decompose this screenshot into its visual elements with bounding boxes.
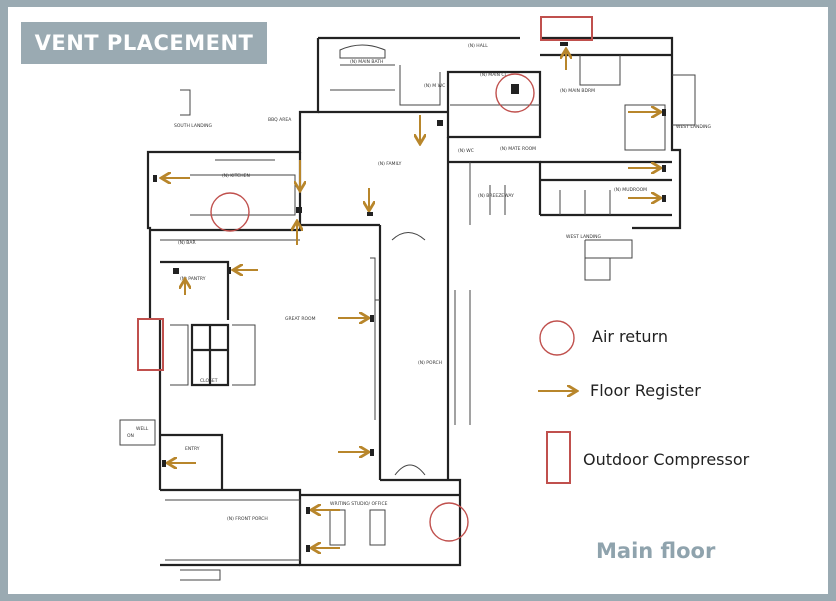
register-boxes (153, 42, 666, 552)
room-main-bath: (N) MAIN BATH (350, 59, 383, 65)
room-kitchen: (N) KITCHEN (222, 173, 250, 179)
compressor-west (137, 318, 164, 371)
legend-air-return-icon (539, 320, 575, 356)
room-porch: (N) PORCH (418, 360, 442, 366)
room-main-bdrm: (N) MAIN BDRM (560, 88, 595, 94)
room-hall: (N) HALL (468, 43, 488, 49)
compressors (137, 16, 593, 371)
room-front-porch: (N) FRONT PORCH (227, 516, 268, 522)
air-return-office (429, 502, 469, 542)
air-returns (210, 73, 535, 542)
room-bbq: BBQ AREA (268, 117, 292, 123)
room-well: WELL (136, 426, 149, 432)
air-return-kitchen (210, 192, 250, 232)
room-bar: (N) BAR (178, 240, 196, 246)
room-family: (N) FAMILY (378, 161, 402, 167)
walls (146, 36, 682, 567)
room-west-landing-right: WEST LANDING (676, 124, 712, 130)
legend (539, 320, 575, 484)
room-west-landing: WEST LANDING (566, 234, 602, 240)
room-main-cl: (N) MAIN CL (480, 72, 508, 78)
room-m-wc: (N) M WC (424, 83, 445, 89)
room-breezeway: (N) BREEZEWAY (478, 193, 514, 199)
room-writing-studio: WRITING STUDIO/ OFFICE (330, 501, 388, 507)
room-pantry: (N) PANTRY (180, 276, 206, 282)
floor-label: Main floor (596, 539, 716, 563)
interior-walls (119, 44, 696, 581)
room-south-landing: SOUTH LANDING (174, 123, 212, 129)
room-entry: ENTRY (185, 446, 200, 452)
room-mate-room: (N) MATE ROOM (500, 146, 536, 152)
floor-registers (162, 50, 660, 548)
label-on: ON (127, 433, 134, 439)
legend-floor-register-label: Floor Register (590, 381, 701, 400)
room-wc: (N) WC (458, 148, 474, 154)
room-great-room: GREAT ROOM (285, 316, 316, 322)
legend-compressor-icon (546, 431, 571, 484)
compressor-north (540, 16, 593, 41)
legend-outdoor-compressor-label: Outdoor Compressor (583, 450, 750, 469)
air-return-main-cl (495, 73, 535, 113)
room-mudroom: (N) MUDROOM (614, 187, 647, 193)
room-closet: CLOSET (200, 378, 218, 384)
page-title: VENT PLACEMENT (21, 22, 267, 64)
legend-air-return-label: Air return (592, 327, 668, 346)
room-labels: (N) MAIN BATH (N) HALL (N) MAIN CL (N) M… (127, 43, 712, 522)
